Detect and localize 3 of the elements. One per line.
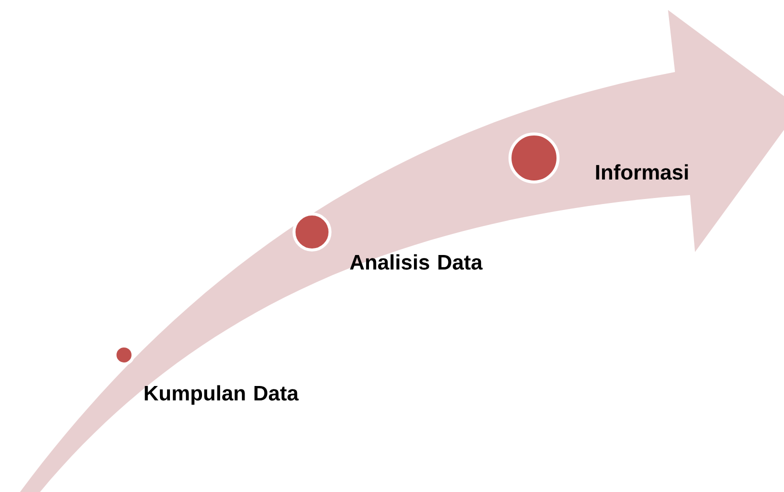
step-label: Kumpulan Data (144, 385, 299, 405)
step-label: Informasi (596, 164, 688, 180)
step-label: Analisis Data (350, 254, 483, 270)
